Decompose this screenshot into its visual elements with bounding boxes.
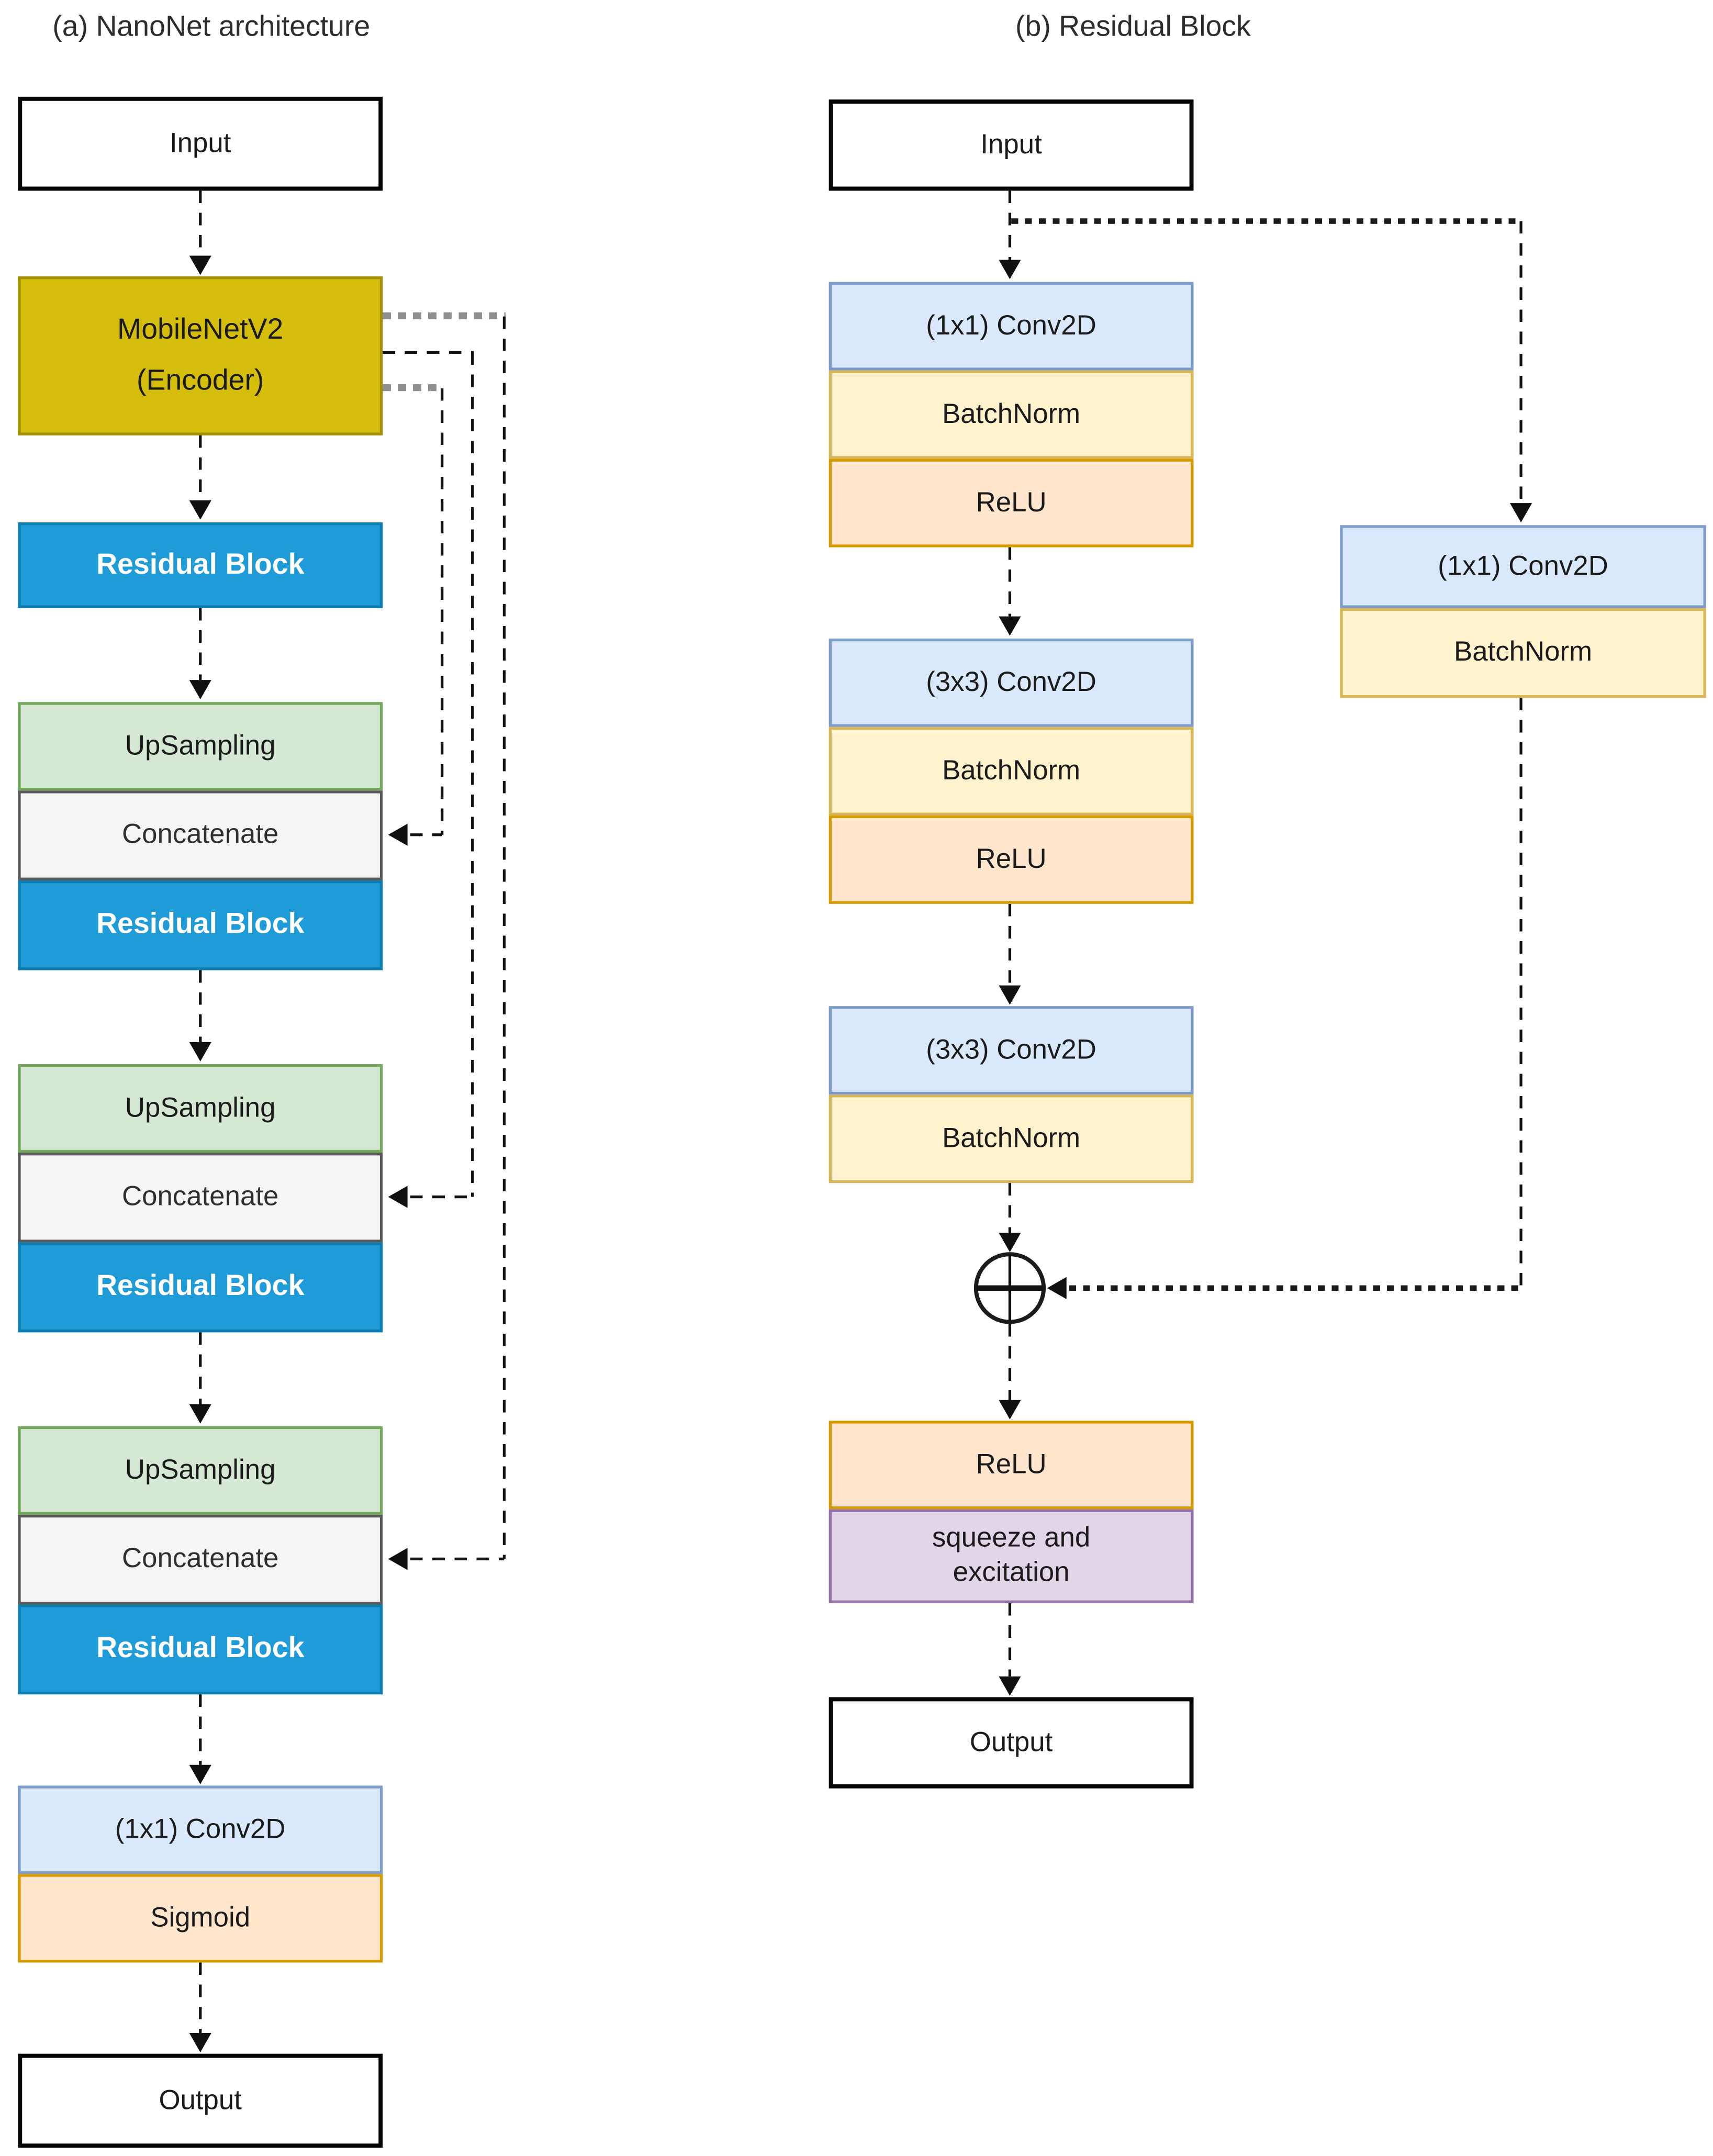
edge-stack3-to-add — [1008, 1183, 1012, 1233]
arrowhead-add-top — [999, 1233, 1021, 1253]
conv1x1-left-box: (1x1) Conv2D — [18, 1785, 383, 1874]
relu-stack1-box: ReLU — [828, 459, 1194, 548]
identity-branch-horizontal — [1011, 218, 1521, 224]
arrowhead-group2 — [189, 1042, 211, 1062]
concatenate-2: Concatenate — [18, 1153, 383, 1243]
arrowhead-concat1 — [388, 823, 408, 846]
concatenate-1: Concatenate — [18, 790, 383, 880]
resblock-output-box: Output — [828, 1697, 1194, 1789]
arrowhead-concat2 — [388, 1186, 408, 1208]
conv3x3-stack2-box: (3x3) Conv2D — [828, 638, 1194, 727]
batchnorm-stack3-box: BatchNorm — [828, 1094, 1194, 1183]
skip-vertical-inner — [441, 388, 444, 835]
concatenate-3: Concatenate — [18, 1514, 383, 1605]
edge-stack2-to-stack3 — [1008, 903, 1012, 986]
residual-block-2: Residual Block — [18, 880, 383, 970]
skip-entry-concat1 — [410, 833, 442, 836]
squeeze-excitation-box: squeeze and excitation — [828, 1509, 1194, 1603]
sigmoid-box: Sigmoid — [18, 1874, 383, 1963]
upsampling-2: UpSampling — [18, 1064, 383, 1153]
arrowhead-add-right — [1047, 1277, 1067, 1299]
plus-vertical-bar — [1008, 1255, 1012, 1322]
conv1x1-identity-box: (1x1) Conv2D — [1340, 525, 1706, 608]
relu-stack2-box: ReLU — [828, 815, 1194, 904]
edge-res1-to-group1 — [199, 608, 202, 680]
edge-group2-to-group3 — [199, 1332, 202, 1404]
edge-add-to-relu — [1008, 1324, 1012, 1400]
residual-block-4: Residual Block — [18, 1604, 383, 1695]
arrowhead-identity-conv — [1509, 503, 1532, 523]
arrowhead-relu-final — [999, 1400, 1021, 1420]
edge-input-to-encoder — [199, 191, 202, 256]
arrowhead-stack3 — [999, 985, 1021, 1005]
skip-exit-top — [383, 312, 506, 319]
plus-circle-icon — [973, 1252, 1046, 1324]
arrowhead-concat3 — [388, 1548, 408, 1570]
skip-entry-concat2 — [410, 1195, 473, 1199]
arrowhead-stack1 — [999, 260, 1021, 280]
skip-vertical-outer — [502, 316, 506, 1559]
arrowhead-stack2 — [999, 616, 1021, 636]
skip-entry-concat3 — [410, 1557, 505, 1561]
residual-block-3: Residual Block — [18, 1242, 383, 1333]
arrowhead-encoder — [189, 255, 211, 275]
panel-b-title: (b) Residual Block — [1015, 11, 1251, 43]
batchnorm-stack1-box: BatchNorm — [828, 370, 1194, 459]
edge-group3-to-conv — [199, 1694, 202, 1765]
edge-stack1-to-stack2 — [1008, 547, 1012, 617]
arrowhead-conv-sigmoid — [189, 1764, 211, 1784]
edge-sigmoid-to-output — [199, 1962, 202, 2034]
batchnorm-identity-box: BatchNorm — [1340, 608, 1706, 698]
arrowhead-res1 — [189, 500, 211, 520]
nanonet-input-box: Input — [18, 96, 383, 191]
upsampling-3: UpSampling — [18, 1426, 383, 1515]
skip-exit-middle — [383, 351, 474, 354]
edge-group1-to-group2 — [199, 970, 202, 1042]
nanonet-output-box: Output — [18, 2053, 383, 2148]
residual-block-1: Residual Block — [18, 522, 383, 608]
conv1x1-stack1-box: (1x1) Conv2D — [828, 282, 1194, 371]
arrowhead-output-right — [999, 1676, 1021, 1696]
skip-exit-bottom — [383, 384, 444, 392]
relu-final-box: ReLU — [828, 1421, 1194, 1510]
panel-a-title: (a) NanoNet architecture — [52, 11, 371, 43]
conv3x3-stack3-box: (3x3) Conv2D — [828, 1006, 1194, 1095]
skip-vertical-middle — [471, 352, 474, 1197]
arrowhead-output-left — [189, 2033, 211, 2052]
upsampling-1: UpSampling — [18, 702, 383, 791]
identity-branch-vertical — [1519, 221, 1522, 504]
batchnorm-stack2-box: BatchNorm — [828, 727, 1194, 816]
arrowhead-group1 — [189, 680, 211, 700]
edge-encoder-to-res1 — [199, 435, 202, 500]
arrowhead-group3 — [189, 1404, 211, 1424]
edge-input-to-stack1 — [1008, 191, 1012, 260]
identity-skip-vertical — [1519, 698, 1522, 1287]
edge-se-to-output — [1008, 1603, 1012, 1677]
resblock-input-box: Input — [828, 99, 1194, 191]
mobilenetv2-encoder-box: MobileNetV2 (Encoder) — [18, 276, 383, 435]
identity-skip-horizontal — [1069, 1285, 1521, 1291]
